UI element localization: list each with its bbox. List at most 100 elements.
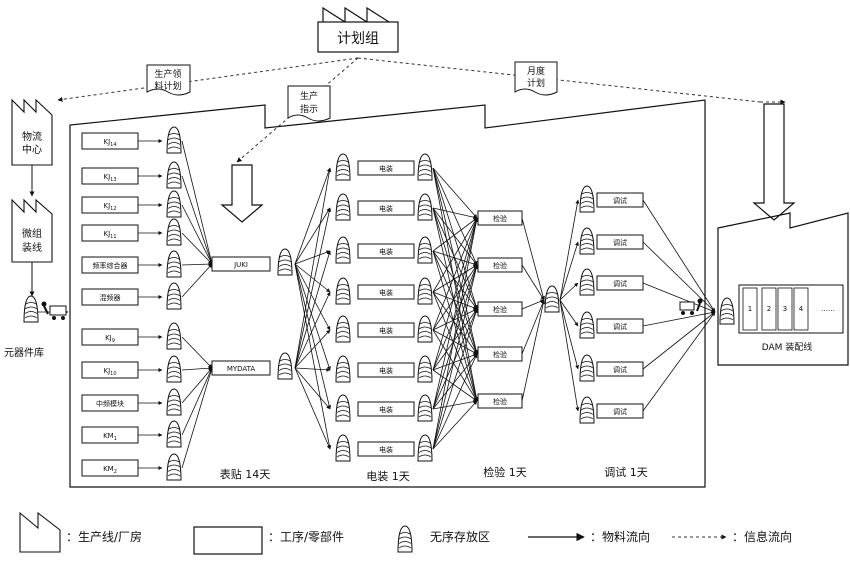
debug-box-label: 调试 (613, 196, 627, 205)
material-flow-arrow (432, 291, 478, 402)
part-buffer-icon (166, 355, 182, 383)
planning-group-box (317, 21, 399, 53)
material-flow-arrow (432, 167, 478, 310)
material-flow-arrow (432, 250, 478, 355)
material-flow-arrow (432, 250, 478, 310)
part-box-label: KJ11 (103, 230, 116, 240)
doc-production-material-plan: 生产领 料计划 (146, 64, 191, 96)
material-flow-arrow (559, 299, 580, 412)
legend-info-label: ：信息流向 (732, 529, 792, 544)
assembly-box-label: 电装 (379, 247, 393, 256)
assembly-box-label: 电装 (379, 326, 393, 335)
legend-factory-label: ：生产线/厂房 (66, 529, 142, 544)
material-flow-arrow (432, 308, 478, 450)
part-box-label: KJ9 (105, 334, 115, 344)
debug-box: 调试 (596, 403, 644, 419)
assembly-box: 电装 (357, 401, 415, 417)
main-factory-outline (69, 99, 706, 488)
inspection-box: 检验 (477, 346, 523, 362)
material-flow-arrow (432, 217, 478, 371)
material-flow-arrow (294, 263, 331, 293)
part-box: 频率综合器 (81, 256, 139, 274)
material-flow-arrow (181, 232, 213, 265)
part-box: KJ13 (81, 167, 139, 185)
part-box-label: 混频器 (100, 293, 121, 302)
stage-label-assembly: 电装 1天 (366, 470, 410, 483)
material-flow-arrow (432, 207, 478, 220)
component-warehouse-label: 元器件库 (4, 346, 44, 359)
material-flow-arrow (432, 291, 478, 310)
dam-slot: 1 (742, 287, 758, 331)
part-box-label: KM2 (103, 465, 117, 475)
material-flow-arrow (432, 291, 478, 355)
svg-text:物流: 物流 (22, 130, 42, 143)
part-buffer-icon (166, 126, 182, 154)
dam-buffer-icon (719, 297, 735, 325)
part-box-label: 频率综合器 (93, 261, 128, 270)
debug-box-label: 调试 (613, 407, 627, 416)
micro-assembly-line: 微组 装线 (11, 198, 53, 263)
svg-text:4: 4 (799, 305, 804, 313)
legend-process-box (193, 526, 263, 555)
svg-text:计划: 计划 (527, 77, 545, 89)
part-buffer-icon (166, 322, 182, 350)
assembly-box: 电装 (357, 160, 415, 176)
assembly-box: 电装 (357, 284, 415, 300)
part-box: KJ9 (81, 328, 139, 346)
part-buffer-icon (166, 218, 182, 246)
assembly-in-buffer-icon (335, 394, 351, 422)
svg-text:2: 2 (767, 305, 771, 313)
material-flow-arrow (432, 264, 478, 371)
smt-buffer-icon (277, 248, 293, 276)
assembly-out-buffer-icon (417, 236, 433, 264)
smt-line-box-label: JUKI (233, 261, 248, 269)
assembly-out-buffer-icon (417, 394, 433, 422)
smt-buffer-icon (277, 352, 293, 380)
material-flow-arrow (521, 264, 545, 301)
material-flow-arrow (559, 299, 580, 370)
assembly-box: 电装 (357, 322, 415, 338)
material-flow-arrow (294, 263, 331, 371)
part-box: KJ12 (81, 196, 139, 214)
inspection-box-label: 检验 (493, 214, 507, 223)
assembly-in-buffer-icon (335, 236, 351, 264)
material-flow-arrow (521, 299, 545, 355)
dam-down-arrow (752, 103, 796, 221)
legend-process-label: ：工序/零部件 (268, 529, 344, 544)
material-flow-arrow (294, 263, 331, 331)
assembly-box: 电装 (357, 200, 415, 216)
assembly-out-buffer-icon (417, 434, 433, 462)
stage-label-smt: 表贴 14天 (220, 467, 271, 481)
assembly-box-label: 电装 (379, 204, 393, 213)
inspection-box: 检验 (477, 301, 523, 317)
svg-text:料计划: 料计划 (154, 80, 181, 92)
material-flow-arrow (432, 400, 478, 450)
assembly-out-buffer-icon (417, 315, 433, 343)
material-flow-arrow (521, 217, 545, 301)
material-flow-arrow (559, 241, 579, 301)
forklift-icon (679, 298, 703, 315)
material-flow-arrow (642, 199, 716, 313)
material-flow-arrow (181, 367, 213, 436)
material-flow-arrow (559, 299, 579, 327)
assembly-out-buffer-icon (417, 153, 433, 181)
assembly-in-buffer-icon (335, 153, 351, 181)
material-flow-arrow (642, 282, 716, 313)
material-flow-arrow (181, 367, 213, 404)
part-box: KJ11 (81, 224, 139, 242)
part-box: 混频器 (81, 288, 139, 306)
inspection-box-label: 检验 (493, 397, 507, 406)
debug-box: 调试 (596, 234, 644, 250)
dam-slot: 3 (777, 287, 793, 331)
material-flow-arrow (181, 336, 213, 369)
inspection-box-label: 检验 (493, 350, 507, 359)
debug-box-label: 调试 (613, 279, 627, 288)
assembly-box-label: 电装 (379, 288, 393, 297)
material-flow-arrow (181, 366, 213, 371)
material-flow-arrow (432, 207, 478, 355)
assembly-out-buffer-icon (417, 277, 433, 305)
stage-label-debug: 调试 1天 (604, 466, 648, 479)
inspection-box: 检验 (477, 210, 523, 226)
assembly-in-buffer-icon (335, 434, 351, 462)
